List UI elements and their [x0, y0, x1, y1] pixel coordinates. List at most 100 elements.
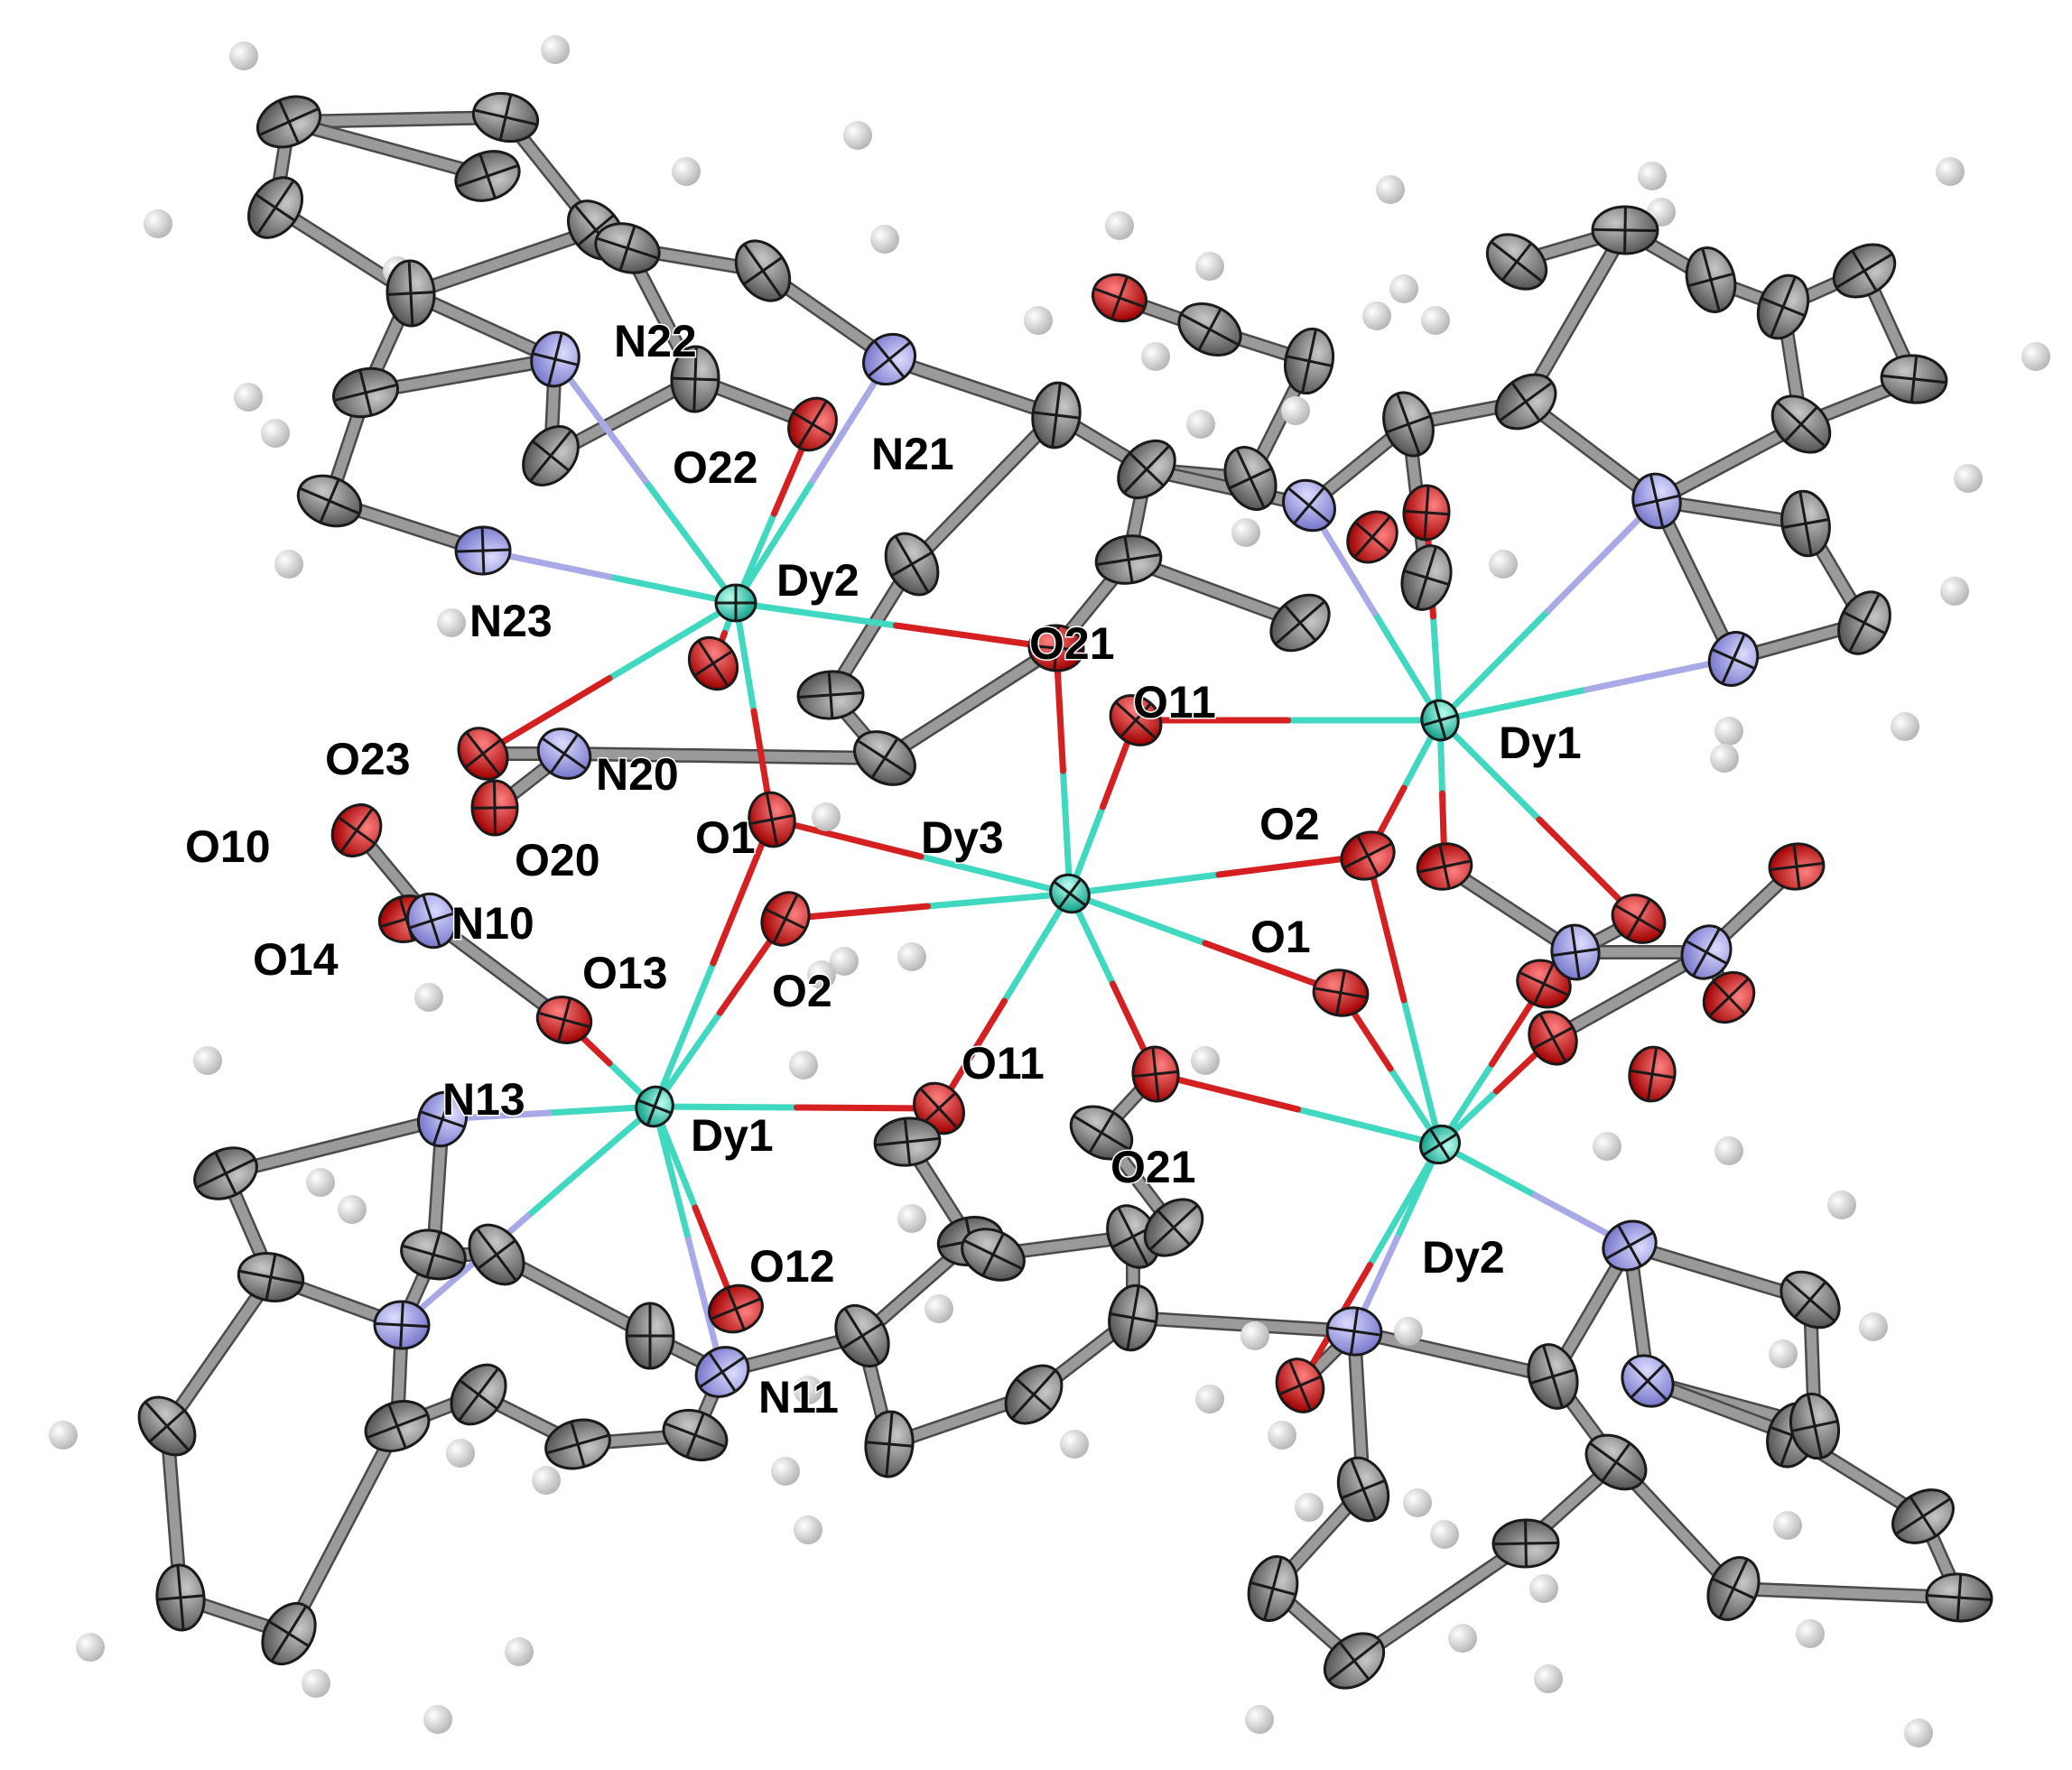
oxygen-atom: [1702, 970, 1756, 1024]
hydrogen-atom: [1195, 1385, 1224, 1413]
hydrogen-atom: [338, 1195, 367, 1224]
atom-label-o1r: O1: [1250, 912, 1311, 962]
atom-label-dy2a: Dy2: [776, 555, 859, 606]
carbon-atom: [1094, 534, 1163, 585]
hydrogen-atom: [274, 550, 303, 579]
coordination-bond: [1436, 717, 1543, 823]
carbon-atom: [155, 1563, 206, 1632]
hydrogen-atom: [794, 1515, 822, 1544]
oxygen-atom: [1092, 273, 1147, 323]
nitrogen-atom: [1707, 631, 1760, 687]
coordination-bond: [1400, 996, 1444, 1148]
hydrogen-atom: [1394, 1317, 1423, 1346]
atom-label-o22: O22: [673, 442, 758, 493]
hydrogen-atom: [261, 419, 290, 448]
carbon-atom: [1780, 489, 1831, 558]
carbon-atom: [1382, 391, 1435, 458]
coordination-bond: [732, 477, 816, 607]
hydrogen-atom: [144, 209, 172, 238]
oxygen-atom: [457, 727, 509, 781]
atom-label-n21: N21: [871, 429, 954, 479]
carbon-atom: [1069, 1105, 1134, 1161]
bond: [220, 1114, 448, 1179]
hydrogen-atom: [1362, 301, 1391, 330]
atom-label-o2r: O2: [1259, 799, 1320, 849]
hydrogen-atom: [1231, 518, 1260, 547]
carbon-atom: [247, 176, 303, 239]
nitrogen-atom: [1282, 478, 1336, 533]
carbon-atom: [1177, 301, 1242, 357]
bond: [879, 643, 1062, 764]
hydrogen-atom: [1796, 1619, 1825, 1648]
bond: [1128, 1312, 1360, 1337]
carbon-atom: [734, 239, 792, 302]
oxygen-atom: [1768, 842, 1826, 891]
nitrogen-atom: [417, 1090, 468, 1148]
coordination-bond: [1436, 686, 1590, 724]
hydrogen-atom: [1430, 1520, 1459, 1549]
oxygen-atom: [708, 1283, 764, 1334]
oxygen-atom: [687, 635, 739, 691]
nitrogen-atom: [694, 1346, 750, 1398]
coordination-bond: [925, 890, 1073, 910]
oxygen-atom: [1416, 842, 1473, 891]
atom-label-n22: N22: [614, 316, 697, 366]
coordination-bond: [1295, 1106, 1444, 1148]
hydrogen-atom: [1859, 1312, 1888, 1341]
hydrogen-atom: [2021, 342, 2050, 371]
nitrogen-atom: [1680, 924, 1733, 980]
hydrogen-atom: [505, 1637, 534, 1666]
carbon-atom: [137, 1395, 197, 1457]
atom-label-o11a: O11: [1133, 677, 1216, 727]
hydrogen-atom: [1638, 162, 1667, 190]
carbon-atom: [834, 1304, 890, 1367]
hydrogen-atom: [1024, 306, 1053, 335]
carbon-atom: [193, 1146, 258, 1200]
coordination-bond: [1066, 890, 1209, 947]
atom-label-o20: O20: [515, 835, 600, 885]
bond: [1520, 225, 1631, 407]
atom-label-n13: N13: [442, 1074, 525, 1125]
oxygen-atom: [1027, 624, 1085, 672]
hydrogen-atom: [1489, 550, 1518, 579]
carbon-atom: [1494, 373, 1557, 431]
hydrogen-atom: [1376, 175, 1405, 204]
coordination-bond: [1060, 767, 1073, 897]
coordination-bond: [606, 573, 739, 607]
carbon-atom: [400, 1228, 467, 1281]
hydrogen-atom: [1534, 1664, 1563, 1693]
atom-label-o12: O12: [749, 1241, 835, 1292]
coordination-bond: [768, 816, 925, 860]
nitrogen-atom: [862, 332, 916, 386]
atom-label-o11b: O11: [962, 1038, 1045, 1089]
hydrogen-atom: [229, 42, 258, 70]
hydrogen-atom: [49, 1421, 78, 1450]
oxygen-atom: [1628, 1045, 1677, 1103]
oxygen-atom: [748, 791, 796, 848]
hydrogen-atom: [532, 1466, 561, 1495]
nitrogen-atom: [1621, 1354, 1675, 1408]
carbon-atom: [884, 532, 940, 597]
carbon-atom: [468, 1223, 525, 1286]
oxygen-atom: [535, 996, 593, 1044]
atom-label-o23: O23: [325, 734, 411, 784]
hydrogen-atom: [1195, 252, 1224, 281]
carbon-atom: [1527, 1343, 1579, 1410]
carbon-atom: [1880, 354, 1948, 404]
hydrogen-atom: [1295, 1493, 1324, 1522]
hydrogen-atom: [423, 1705, 452, 1734]
hydrogen-atom: [807, 960, 836, 989]
carbon-atom: [1925, 1572, 1993, 1623]
bond: [162, 1272, 276, 1432]
bond: [405, 288, 561, 365]
carbon-atom: [1832, 243, 1897, 299]
bond: [559, 748, 890, 764]
hydrogen-atom: [1773, 1511, 1802, 1540]
hydrogen-atom: [1421, 306, 1450, 335]
carbon-atom: [873, 1117, 942, 1167]
atom-label-dy1a: Dy1: [691, 1110, 774, 1161]
hydrogen-atom: [1060, 1430, 1089, 1459]
hydrogen-atom: [306, 1168, 335, 1197]
hydrogen-atom: [1593, 1132, 1621, 1161]
oxygen-atom: [1611, 894, 1667, 944]
